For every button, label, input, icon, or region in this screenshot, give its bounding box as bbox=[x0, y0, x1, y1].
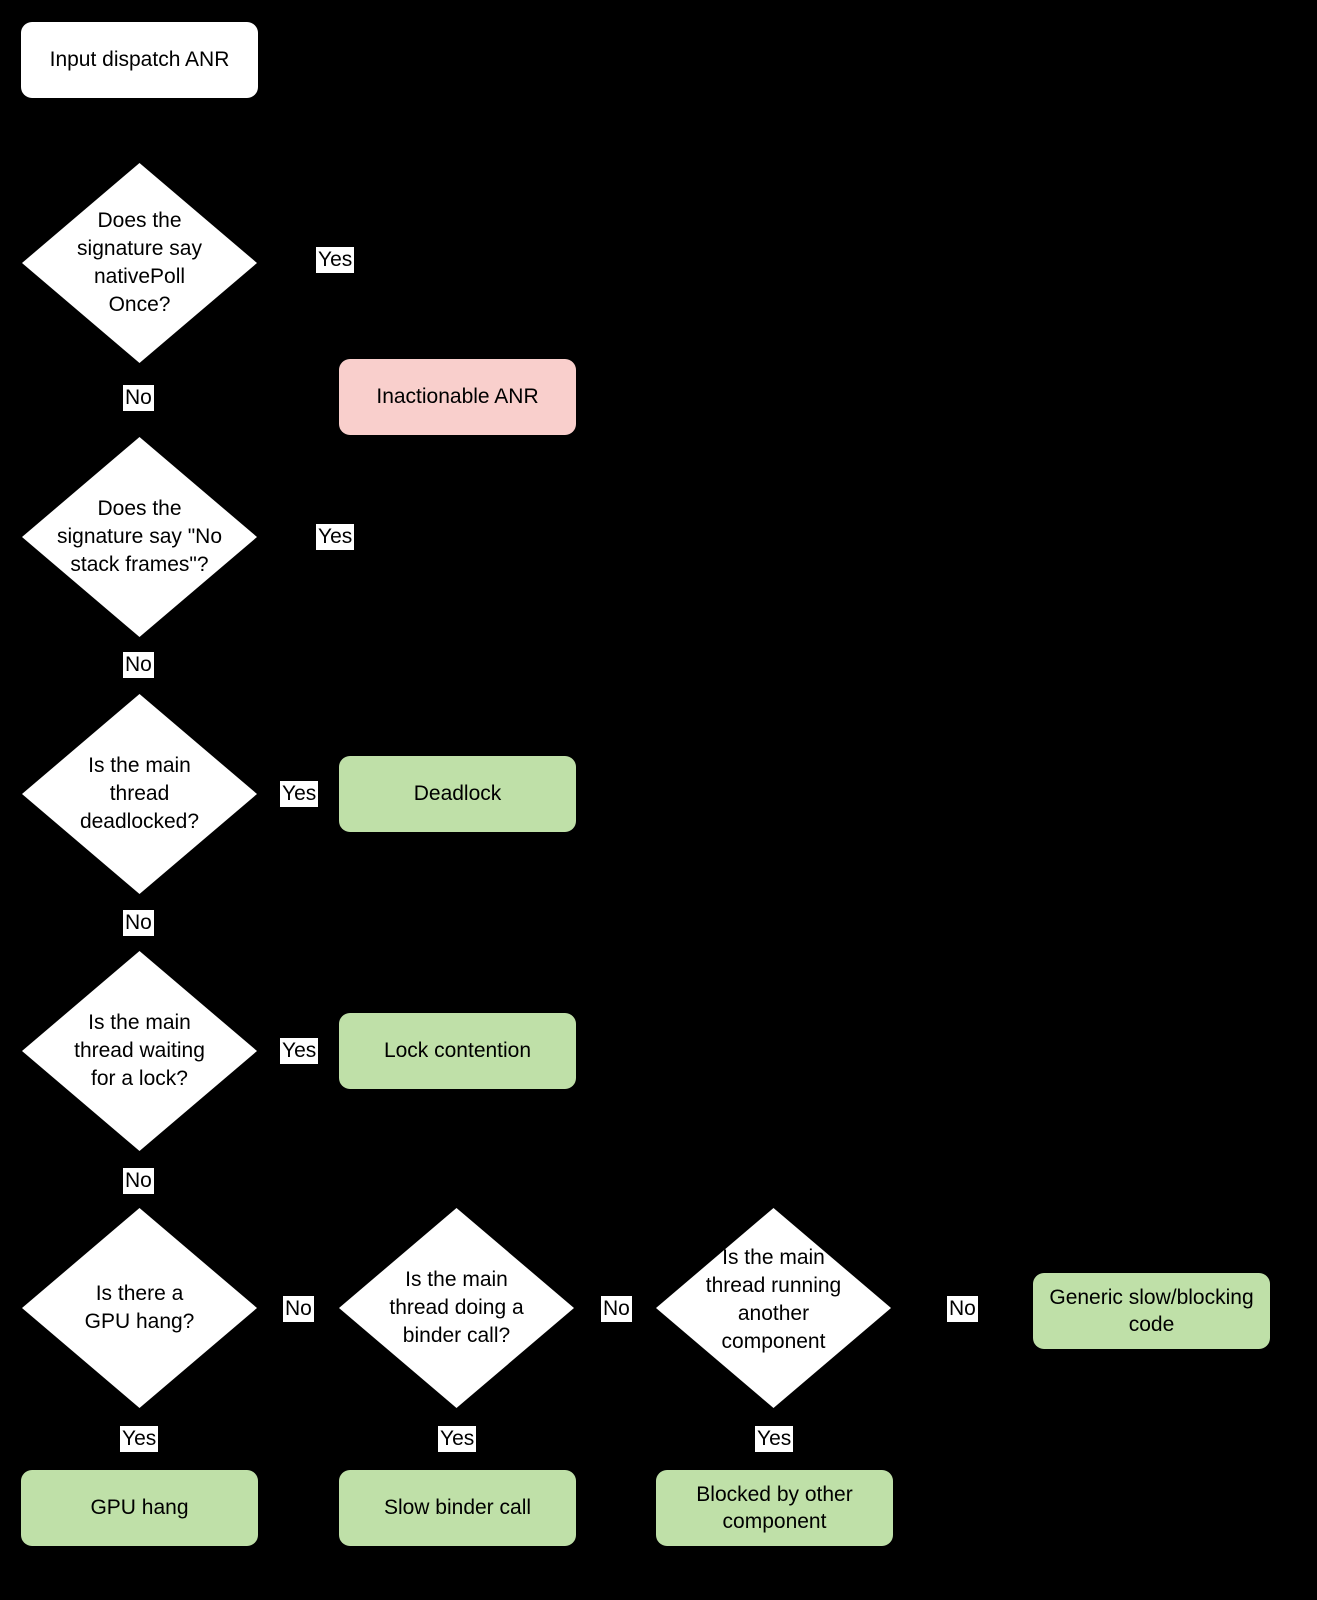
edge-label-d2-no: No bbox=[123, 652, 154, 678]
edge-label-d5-yes: Yes bbox=[120, 1426, 159, 1452]
edge-label-d6-yes: Yes bbox=[438, 1426, 477, 1452]
edge-label-d4-no: No bbox=[123, 1168, 154, 1194]
node-decision-waiting-for-lock[interactable]: Is the main thread waiting for a lock? bbox=[22, 951, 257, 1151]
node-decision-gpu-hang[interactable]: Is there a GPU hang? bbox=[22, 1208, 257, 1408]
node-deadlock[interactable]: Deadlock bbox=[339, 756, 576, 832]
edge-label-d1-yes: Yes bbox=[316, 247, 355, 273]
diamond-shape bbox=[22, 694, 257, 894]
node-gpu-hang[interactable]: GPU hang bbox=[21, 1470, 258, 1546]
node-slow-binder-call[interactable]: Slow binder call bbox=[339, 1470, 576, 1546]
node-decision-nativepollonce[interactable]: Does the signature say nativePoll Once? bbox=[22, 163, 257, 363]
node-label: Lock contention bbox=[383, 1039, 532, 1063]
edge-label-d3-no: No bbox=[123, 910, 154, 936]
diamond-shape bbox=[22, 437, 257, 637]
edge-label-d4-yes: Yes bbox=[280, 1038, 319, 1064]
diamond-shape bbox=[22, 1208, 257, 1408]
node-label: Blocked by other component bbox=[696, 1482, 853, 1533]
edge-label-d7-no: No bbox=[947, 1296, 978, 1322]
edge-label-d7-yes: Yes bbox=[755, 1426, 794, 1452]
connector-start-to-d1 bbox=[138, 97, 140, 163]
node-inactionable-anr[interactable]: Inactionable ANR bbox=[339, 359, 576, 435]
node-label: Input dispatch ANR bbox=[49, 48, 230, 72]
node-lock-contention[interactable]: Lock contention bbox=[339, 1013, 576, 1089]
connector-d1-yes bbox=[257, 261, 457, 263]
node-label: Generic slow/blocking code bbox=[1049, 1285, 1254, 1336]
node-decision-another-component[interactable]: Is the main thread running another compo… bbox=[656, 1208, 891, 1408]
diamond-shape bbox=[22, 163, 257, 363]
diamond-shape bbox=[339, 1208, 574, 1408]
connector-d1-yes-down bbox=[456, 261, 458, 359]
edge-label-d6-no: No bbox=[601, 1296, 632, 1322]
node-decision-binder-call[interactable]: Is the main thread doing a binder call? bbox=[339, 1208, 574, 1408]
node-label: Deadlock bbox=[413, 782, 502, 806]
node-label: GPU hang bbox=[90, 1496, 189, 1520]
edge-label-d1-no: No bbox=[123, 385, 154, 411]
connector-d2-yes bbox=[257, 537, 457, 539]
node-decision-deadlocked[interactable]: Is the main thread deadlocked? bbox=[22, 694, 257, 894]
node-label: Inactionable ANR bbox=[376, 385, 539, 409]
node-label: Slow binder call bbox=[383, 1496, 532, 1520]
node-blocked-by-other-component[interactable]: Blocked by other component bbox=[656, 1470, 893, 1546]
connector-d2-yes-up bbox=[456, 436, 458, 537]
node-input-dispatch-anr[interactable]: Input dispatch ANR bbox=[21, 22, 258, 98]
node-decision-no-stack-frames[interactable]: Does the signature say "No stack frames"… bbox=[22, 437, 257, 637]
node-generic-slow-blocking-code[interactable]: Generic slow/blocking code bbox=[1033, 1273, 1270, 1349]
diamond-shape bbox=[656, 1208, 891, 1408]
edge-label-d3-yes: Yes bbox=[280, 781, 319, 807]
edge-label-d2-yes: Yes bbox=[316, 524, 355, 550]
diamond-shape bbox=[22, 951, 257, 1151]
edge-label-d5-no: No bbox=[283, 1296, 314, 1322]
